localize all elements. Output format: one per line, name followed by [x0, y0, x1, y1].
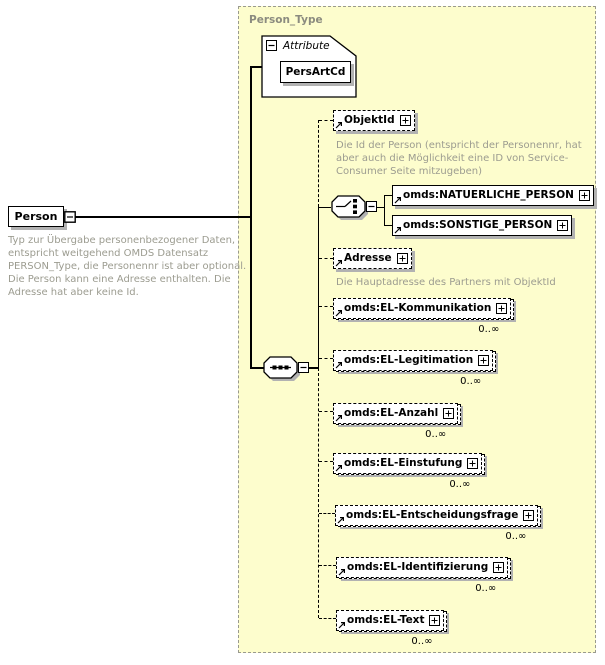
- connector-left-trunk: [250, 66, 252, 368]
- occurrence-label: 0..∞: [460, 375, 482, 387]
- branch-objektid: [319, 120, 333, 121]
- branch-el-entscheidungsfrage: [319, 513, 335, 514]
- branch-el-einstufung: [319, 461, 333, 462]
- expand-icon[interactable]: [478, 354, 490, 366]
- element-label: omds:EL-Kommunikation: [344, 302, 492, 314]
- element-group-el-identifizierung: omds:EL-Identifizierung 0..∞: [336, 555, 512, 594]
- attribute-section-label: Attribute: [283, 40, 330, 52]
- expand-icon[interactable]: [443, 407, 455, 419]
- persartcd-attribute-box[interactable]: PersArtCd: [280, 61, 351, 83]
- occurrence-label: 0..∞: [475, 582, 497, 594]
- connector-attr-stub: [250, 66, 263, 68]
- element-box-sonstige-person[interactable]: omds:SONSTIGE_PERSON: [392, 215, 573, 236]
- reference-arrow-icon: [335, 464, 343, 472]
- reference-arrow-icon: [338, 568, 346, 576]
- attribute-collapse-icon[interactable]: [266, 40, 277, 51]
- element-label: omds:EL-Identifizierung: [347, 561, 489, 573]
- element-label: omds:NATUERLICHE_PERSON: [403, 189, 574, 202]
- reference-arrow-icon: [335, 309, 343, 317]
- element-group-el-einstufung: omds:EL-Einstufung 0..∞: [333, 451, 486, 490]
- expand-icon[interactable]: [493, 561, 505, 573]
- expand-icon[interactable]: [396, 253, 408, 264]
- trunk-dashed-top: [318, 120, 319, 207]
- element-box-adresse[interactable]: Adresse: [333, 248, 412, 269]
- element-box-el-einstufung[interactable]: omds:EL-Einstufung: [333, 452, 483, 474]
- person-type-label: Person_Type: [249, 14, 323, 26]
- element-box-el-identifizierung[interactable]: omds:EL-Identifizierung: [336, 556, 509, 578]
- reference-arrow-icon: [335, 259, 343, 267]
- element-group-el-entscheidungsfrage: omds:EL-Entscheidungsfrage 0..∞: [335, 503, 542, 542]
- element-label: omds:EL-Text: [347, 614, 425, 626]
- expand-icon[interactable]: [557, 220, 569, 231]
- element-label: omds:EL-Entscheidungsfrage: [346, 509, 519, 521]
- choice-fork-v: [384, 195, 386, 226]
- element-group-el-text: omds:EL-Text 0..∞: [336, 608, 448, 647]
- expand-icon[interactable]: [429, 614, 441, 626]
- branch-el-legitimation: [319, 358, 333, 359]
- person-element-label: Person: [14, 210, 58, 223]
- branch-el-text: [319, 618, 336, 619]
- element-box-el-legitimation[interactable]: omds:EL-Legitimation: [333, 349, 494, 371]
- branch-el-anzahl: [319, 411, 333, 412]
- reference-arrow-icon: [335, 121, 343, 129]
- element-box-natuerliche-person[interactable]: omds:NATUERLICHE_PERSON: [392, 185, 594, 206]
- expand-icon[interactable]: [399, 115, 411, 126]
- element-label: omds:EL-Legitimation: [344, 354, 474, 366]
- element-group-el-anzahl: omds:EL-Anzahl 0..∞: [333, 401, 462, 440]
- element-box-el-kommunikation[interactable]: omds:EL-Kommunikation: [333, 297, 512, 319]
- expand-icon[interactable]: [578, 190, 590, 201]
- persartcd-label: PersArtCd: [285, 66, 346, 78]
- reference-arrow-icon: [394, 226, 402, 234]
- occurrence-label: 0..∞: [449, 478, 471, 490]
- connector-person-h: [75, 216, 251, 218]
- occurrence-label: 0..∞: [478, 323, 500, 335]
- reference-arrow-icon: [394, 196, 402, 204]
- expand-icon[interactable]: [467, 457, 479, 469]
- trunk-solid: [318, 207, 320, 368]
- adresse-annotation: Die Hauptadresse des Partners mit Objekt…: [336, 277, 556, 288]
- person-type-container: Person_Type: [238, 6, 596, 653]
- sequence-icon[interactable]: [263, 356, 304, 385]
- choice-fork-bottom: [384, 225, 393, 227]
- branch-el-identifizierung: [319, 565, 336, 566]
- reference-arrow-icon: [335, 361, 343, 369]
- choice-out-line: [377, 206, 385, 208]
- element-group-el-legitimation: omds:EL-Legitimation 0..∞: [333, 348, 497, 387]
- element-label: omds:SONSTIGE_PERSON: [403, 219, 553, 232]
- connector-seq-right: [309, 367, 319, 369]
- element-label: omds:EL-Einstufung: [344, 457, 463, 469]
- connector-seq-left: [250, 367, 266, 369]
- element-label: ObjektId: [344, 114, 395, 127]
- branch-choice: [319, 206, 331, 208]
- reference-arrow-icon: [335, 414, 343, 422]
- choice-fork-top: [384, 195, 393, 197]
- branch-adresse: [319, 258, 333, 259]
- objektid-annotation: Die Id der Person (entspricht der Person…: [336, 140, 582, 177]
- trunk-dashed-bottom: [318, 368, 319, 618]
- person-annotation: Typ zur Übergabe personenbezogener Daten…: [8, 235, 247, 298]
- element-box-el-entscheidungsfrage[interactable]: omds:EL-Entscheidungsfrage: [335, 504, 539, 526]
- element-box-el-anzahl[interactable]: omds:EL-Anzahl: [333, 402, 459, 424]
- element-box-el-text[interactable]: omds:EL-Text: [336, 609, 445, 631]
- person-element-box[interactable]: Person: [8, 206, 64, 227]
- sequence-collapse-icon[interactable]: [298, 362, 309, 373]
- occurrence-label: 0..∞: [425, 428, 447, 440]
- choice-collapse-icon[interactable]: [366, 201, 377, 212]
- choice-icon[interactable]: [331, 195, 372, 224]
- reference-arrow-icon: [338, 621, 346, 629]
- person-collapse-icon[interactable]: [64, 211, 76, 223]
- occurrence-label: 0..∞: [505, 530, 527, 542]
- element-group-el-kommunikation: omds:EL-Kommunikation 0..∞: [333, 296, 515, 335]
- reference-arrow-icon: [337, 516, 345, 524]
- element-label: omds:EL-Anzahl: [344, 407, 439, 419]
- expand-icon[interactable]: [523, 509, 535, 521]
- expand-icon[interactable]: [496, 302, 508, 314]
- element-label: Adresse: [344, 252, 392, 265]
- occurrence-label: 0..∞: [411, 635, 433, 647]
- branch-el-kommunikation: [319, 306, 333, 307]
- element-box-objektid[interactable]: ObjektId: [333, 110, 415, 131]
